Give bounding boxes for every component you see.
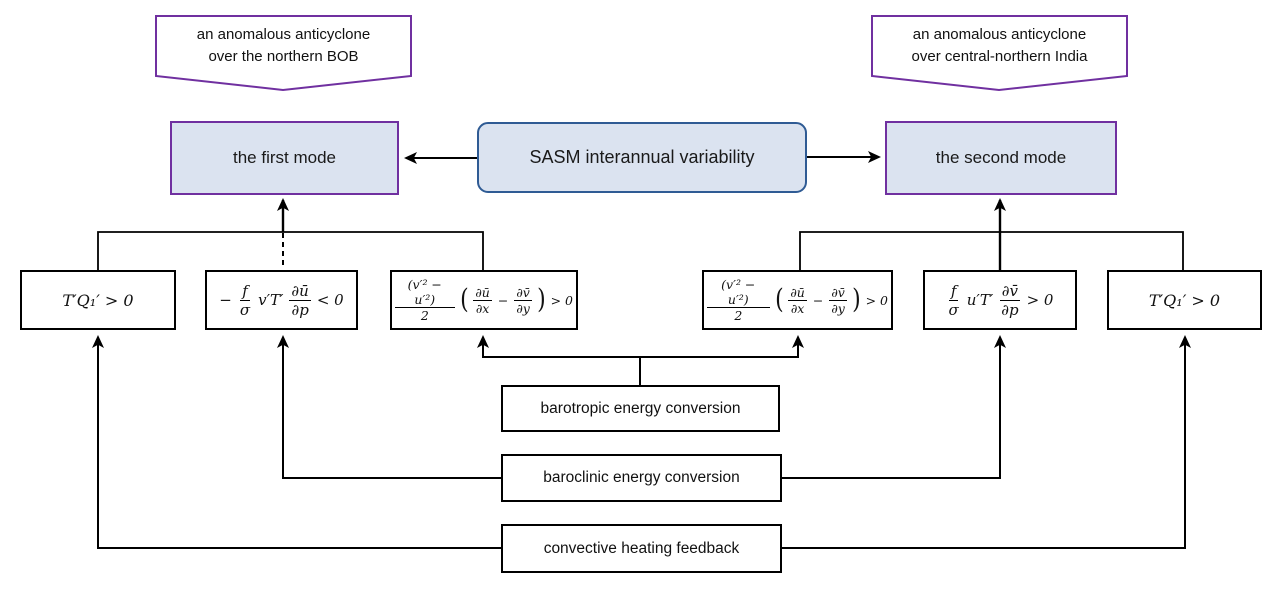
formula-convective-first: T′Q₁′ > 0 — [20, 270, 176, 330]
node-barotropic-energy-conversion: barotropic energy conversion — [501, 385, 780, 432]
left-tree-bracket — [97, 231, 484, 271]
formula-barotropic-first: (v′² − u′²)2(∂ū∂x−∂v̄∂y)> 0 — [390, 270, 578, 330]
arrow-convective-to-f1 — [92, 335, 501, 549]
callout-anticyclone-bob: an anomalous anticyclone over the northe… — [156, 16, 411, 76]
node-sasm-interannual-variability: SASM interannual variability — [477, 122, 807, 193]
formula-convective-second: T′Q₁′ > 0 — [1107, 270, 1262, 330]
callout-right-shape — [871, 15, 1128, 92]
arrow-barotropic-to-f4 — [640, 335, 804, 358]
arrow-baroclinic-to-f5 — [782, 335, 1006, 479]
callout-left-shape — [155, 15, 412, 92]
node-second-mode: the second mode — [885, 121, 1117, 195]
formula-barotropic-second: (v′² − u′²)2(∂ū∂x−∂v̄∂y)> 0 — [702, 270, 893, 330]
arrow-barotropic-to-f3 — [477, 335, 641, 385]
node-baroclinic-energy-conversion: baroclinic energy conversion — [501, 454, 782, 502]
node-first-mode: the first mode — [170, 121, 399, 195]
callout-left-line1: an anomalous anticyclone — [196, 26, 371, 44]
callout-anticyclone-india: an anomalous anticyclone over central-no… — [872, 16, 1127, 76]
arrow-baroclinic-to-f2 — [277, 335, 501, 479]
node-convective-heating-feedback: convective heating feedback — [501, 524, 782, 573]
callout-left-line2: over the northern BOB — [208, 48, 359, 65]
callout-right-line1: an anomalous anticyclone — [912, 26, 1087, 44]
right-tree-bracket — [799, 231, 1184, 271]
arrow-convective-to-f6 — [782, 335, 1191, 549]
callout-right-line2: over central-northern India — [911, 48, 1088, 65]
